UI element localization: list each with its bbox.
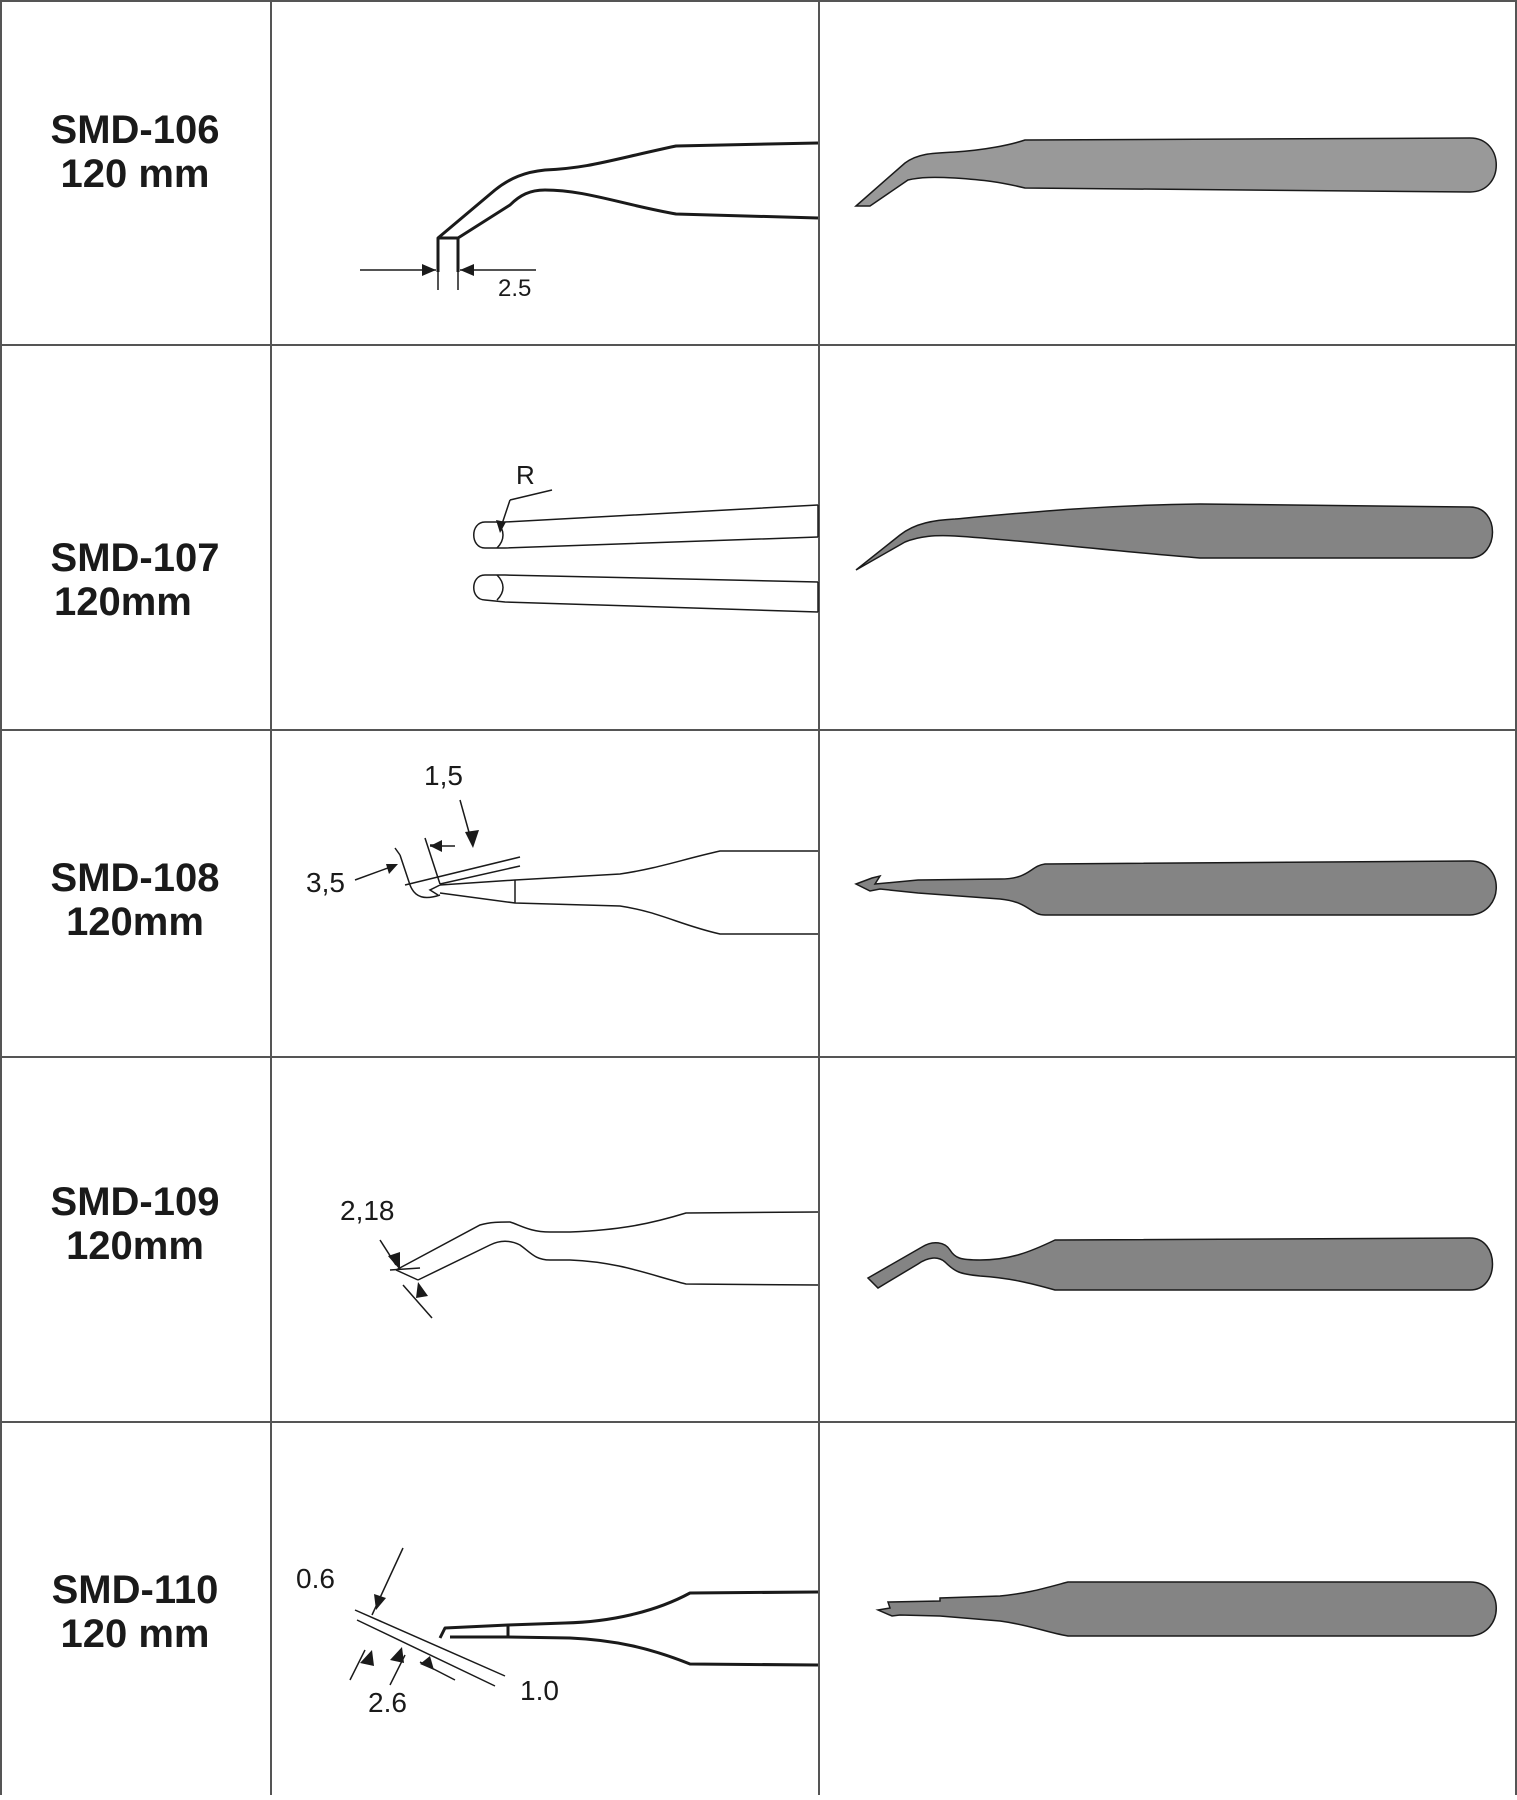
tip-drawing-smd-110 xyxy=(438,1590,819,1667)
silhouette-smd-109 xyxy=(866,1237,1494,1291)
tip-drawing-smd-106 xyxy=(436,141,819,272)
model-name: SMD-110 xyxy=(51,1568,219,1612)
dimension-arrow xyxy=(416,1282,428,1298)
dimension-lines-smd-110 xyxy=(349,1547,506,1687)
silhouette-smd-106 xyxy=(854,137,1497,207)
dimension-label: 2,18 xyxy=(340,1195,395,1226)
dimension-arrow-r xyxy=(496,520,506,533)
model-length: 120mm xyxy=(54,580,192,624)
silhouette-smd-110 xyxy=(875,1581,1497,1637)
model-label-smd-110: SMD-110 120 mm xyxy=(0,1568,270,1656)
model-label-smd-107: SMD-107 120mm xyxy=(0,536,270,624)
model-length: 120mm xyxy=(66,1224,204,1268)
dimension-arrow xyxy=(388,1252,400,1270)
model-name: SMD-106 xyxy=(50,108,220,152)
dimension-label: 2.6 xyxy=(368,1687,407,1718)
model-length: 120 mm xyxy=(60,1612,210,1656)
model-name: SMD-109 xyxy=(50,1180,220,1224)
model-label-smd-106: SMD-106 120 mm xyxy=(0,108,270,196)
model-name: SMD-108 xyxy=(50,856,220,900)
dimension-label: 2.5 xyxy=(498,275,531,302)
silhouette-smd-107 xyxy=(855,503,1494,571)
tip-drawing-smd-109 xyxy=(379,1211,819,1319)
dimension-smd-106-tip-width xyxy=(360,264,536,290)
dimension-label: 1.0 xyxy=(520,1675,559,1706)
model-label-smd-109: SMD-109 120mm xyxy=(0,1180,270,1268)
dimension-label: 3,5 xyxy=(306,867,345,898)
model-name: SMD-107 xyxy=(50,536,220,580)
model-length: 120mm xyxy=(66,900,204,944)
dimension-arrows-smd-108 xyxy=(354,830,479,881)
model-length: 120 mm xyxy=(60,152,210,196)
dimension-arrows-smd-110 xyxy=(360,1594,434,1670)
tip-drawing-smd-108 xyxy=(394,799,818,935)
dimension-label: 0.6 xyxy=(296,1563,335,1594)
dimension-label: 1,5 xyxy=(424,760,463,791)
model-label-smd-108: SMD-108 120mm xyxy=(0,856,270,944)
silhouette-smd-108 xyxy=(854,860,1497,916)
dimension-label: R xyxy=(516,460,535,490)
tip-drawing-smd-107 xyxy=(473,489,819,613)
